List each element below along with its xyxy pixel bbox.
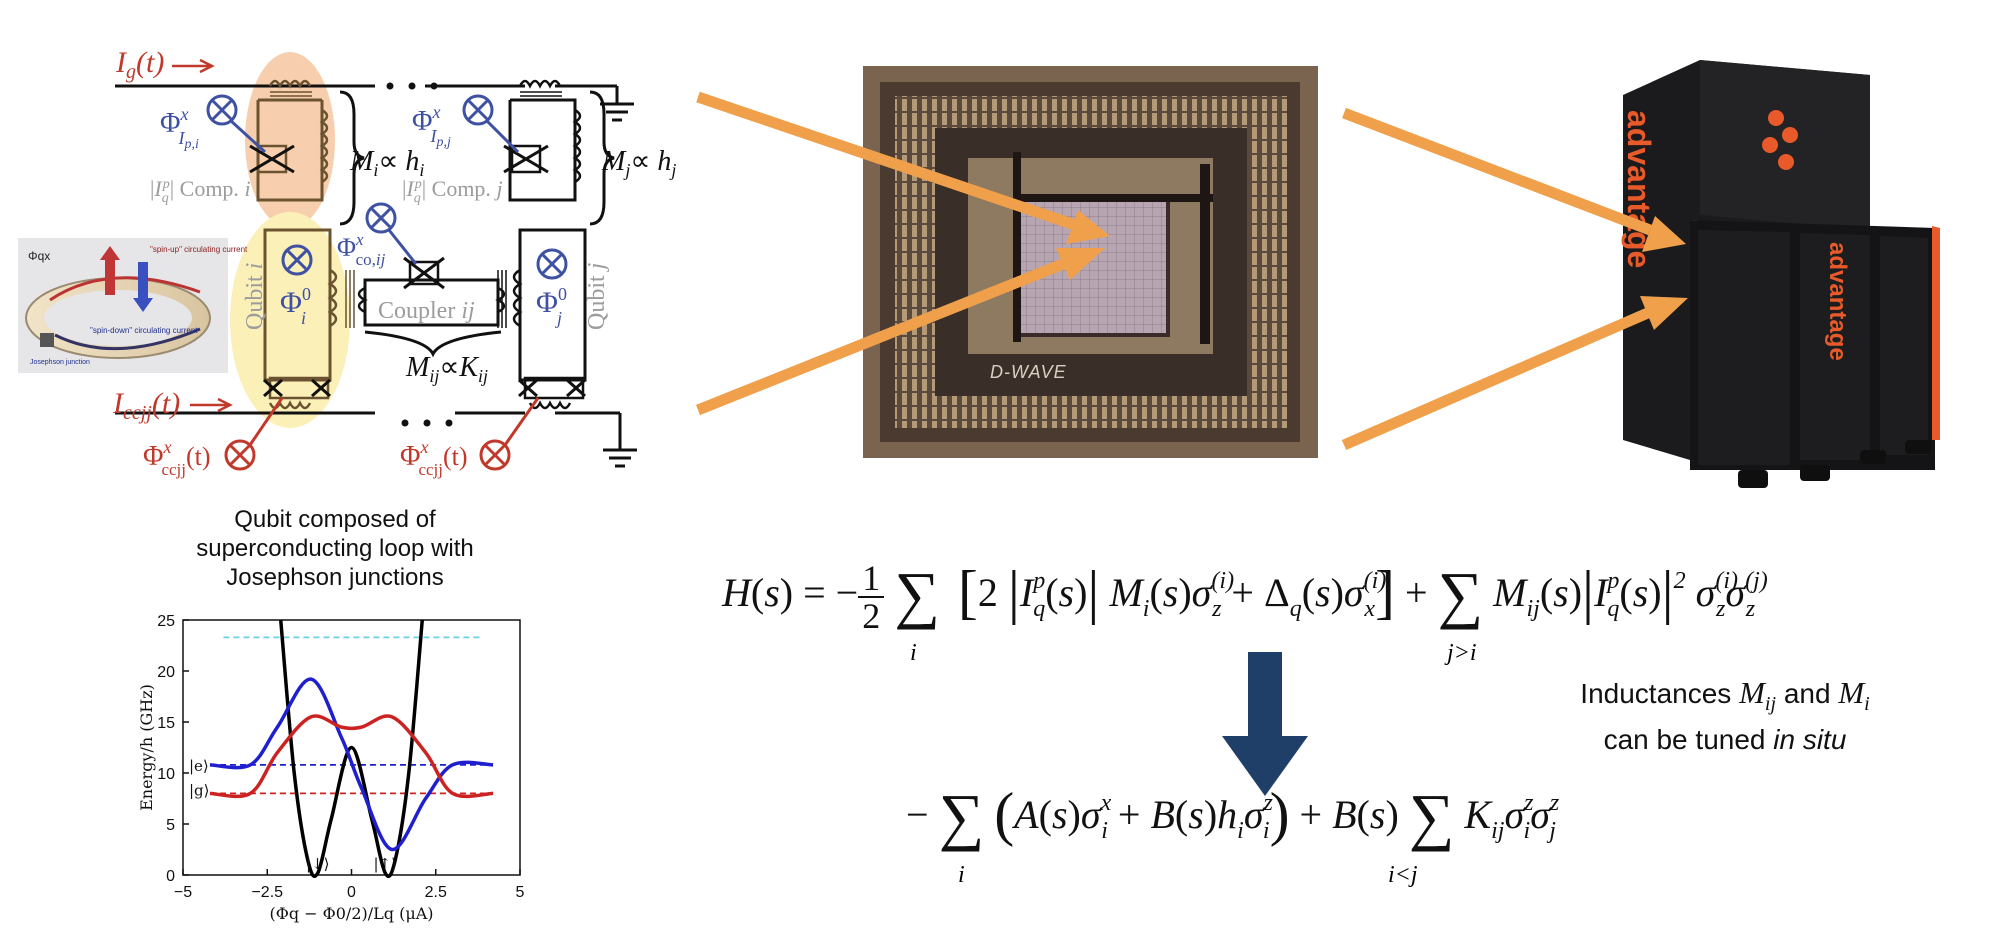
coupler-label: Coupler ij bbox=[378, 298, 475, 324]
dwave-chip-photo: D-WAVE bbox=[863, 66, 1318, 458]
x-tick-label: 2.5 bbox=[425, 884, 447, 901]
y-tick-label: 10 bbox=[157, 766, 175, 783]
y-tick-label: 25 bbox=[157, 613, 175, 630]
sum-limit-i-2: i bbox=[958, 862, 965, 888]
current-ccjj-label: Iccjj(t) bbox=[112, 387, 180, 424]
advantage-computer-photo: advantage advantage bbox=[1621, 60, 1940, 488]
chart-ticks: −5 −2.5 0 2.5 5 0 5 10 15 20 25 bbox=[157, 613, 524, 901]
y-tick-label: 0 bbox=[166, 868, 175, 885]
inset-spin-down-label: "spin-down" circulating current bbox=[90, 326, 198, 335]
comp-i-label: |Iqp| Comp. i bbox=[150, 176, 251, 206]
comp-i-highlight bbox=[245, 52, 335, 228]
flow-arrows bbox=[695, 91, 1688, 451]
qubit-i-label: Qubit i bbox=[242, 263, 268, 330]
reduction-arrow bbox=[1222, 652, 1308, 796]
inset-phi-label: Φqx bbox=[28, 249, 50, 263]
state-label-g: |g⟩ bbox=[189, 781, 210, 799]
m-i-label: Mi∝ hi bbox=[349, 146, 424, 180]
sum-limit-i-1: i bbox=[910, 640, 917, 666]
x-tick-label: −5 bbox=[174, 884, 192, 901]
y-tick-label: 5 bbox=[166, 817, 175, 834]
m-j-label: Mj∝ hj bbox=[601, 146, 676, 180]
inset-spin-up-label: "spin-up" circulating current bbox=[150, 245, 248, 254]
energy-chart: −5 −2.5 0 2.5 5 0 5 10 15 20 25 |e⟩ |g⟩ |↓⟩ |↑⟩ (Φq − … bbox=[137, 613, 525, 923]
sum-limit-jgi: j>i bbox=[1447, 640, 1477, 666]
qubit-caption: Qubit composed of superconducting loop w… bbox=[196, 506, 474, 591]
qubit-loop-inset: Φqx "spin-up" circulating current "spin-… bbox=[18, 238, 248, 373]
ising-equation: − ∑ (A(s)σxi + B(s)hiσzi) + B(s) ∑ Kijσz… bbox=[906, 781, 1560, 852]
m-ij-label: Mij∝Kij bbox=[405, 352, 488, 386]
chart-labels: |e⟩ |g⟩ |↓⟩ |↑⟩ (Φq − Φ0/2)/Lq (μA) Energy/h … bbox=[137, 684, 434, 923]
chart-series bbox=[209, 619, 494, 878]
note-mij: Mij bbox=[1739, 675, 1777, 716]
note-prefix: Inductances bbox=[1580, 678, 1732, 709]
chip-logo: D-WAVE bbox=[990, 362, 1067, 382]
state-label-e: |e⟩ bbox=[189, 757, 209, 775]
x-axis-label: (Φq − Φ0/2)/Lq (μA) bbox=[269, 904, 433, 923]
note-suffix: can be tuned bbox=[1603, 724, 1766, 756]
sum-limit-ilj: i<j bbox=[1388, 862, 1418, 888]
well-label-down: |↓⟩ bbox=[306, 855, 329, 873]
x-tick-label: 5 bbox=[516, 884, 525, 901]
arrow-circuit-to-chip-bottom bbox=[695, 256, 1071, 416]
well-label-up: |↑⟩ bbox=[373, 855, 396, 873]
note-and: and bbox=[1783, 678, 1831, 709]
inductance-note: Inductances Mij and Mi can be tuned in s… bbox=[1555, 675, 1895, 758]
series-line bbox=[209, 677, 494, 852]
qubit-i-highlight bbox=[230, 212, 350, 428]
arrow-circuit-to-chip-top bbox=[696, 91, 1080, 232]
arrow-chip-to-machine-top bbox=[1342, 107, 1652, 236]
x-tick-label: −2.5 bbox=[251, 884, 283, 901]
brand-front: advantage bbox=[1824, 242, 1851, 361]
x-tick-label: 0 bbox=[347, 884, 356, 901]
note-mi: Mi bbox=[1838, 675, 1870, 716]
series-line bbox=[209, 714, 494, 799]
y-axis-label: Energy/h (GHz) bbox=[137, 684, 156, 811]
y-tick-label: 20 bbox=[157, 664, 175, 681]
series-line bbox=[278, 619, 425, 878]
current-g-label: Ig(t) bbox=[115, 46, 164, 83]
qubit-j-label: Qubit j bbox=[584, 262, 610, 330]
y-tick-label: 15 bbox=[157, 715, 175, 732]
comp-j-label: |Iqp| Comp. j bbox=[402, 176, 503, 206]
arrow-chip-to-machine-bottom bbox=[1341, 306, 1653, 451]
note-italic: in situ bbox=[1773, 724, 1847, 756]
inset-junction-label: Josephson junction bbox=[30, 359, 90, 366]
